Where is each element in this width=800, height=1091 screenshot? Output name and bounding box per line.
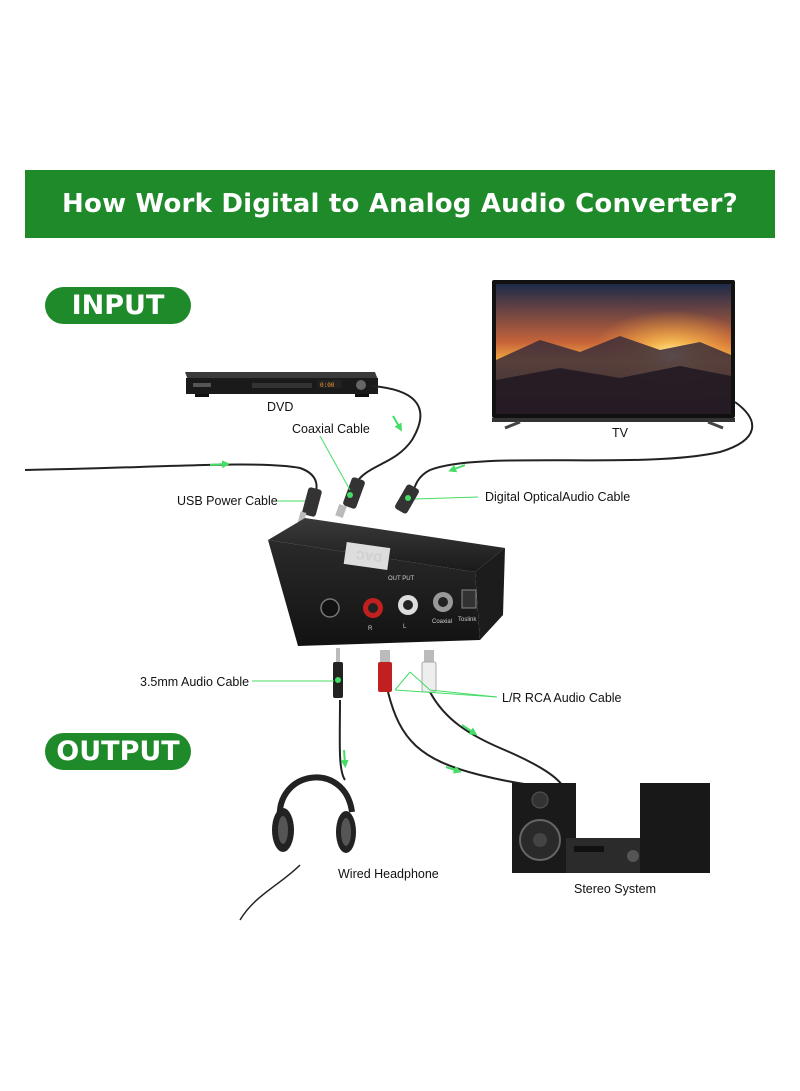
input-label-text: INPUT [71,290,165,321]
output-section-label: OUTPUT [45,733,191,770]
tv-icon [492,280,735,430]
rca-red-wire [387,691,566,791]
rca-white-plug [421,650,437,693]
stereo-system-icon [512,783,710,873]
arrow-icon [209,415,478,774]
headphone-icon [272,774,356,853]
headphone-wire [239,864,301,921]
audio-35mm-plug [333,648,343,698]
svg-text:0:00: 0:00 [320,382,335,389]
port-l-label: L [403,624,407,630]
rca-white-wire [429,691,566,791]
port-r-label: R [368,626,373,632]
usb-cable-wire [24,463,318,501]
coaxial-plug [335,477,365,519]
tv-label: TV [612,426,628,440]
optical-plug [395,484,419,514]
headphone-label: Wired Headphone [338,867,439,881]
headphone-jack [320,598,340,618]
device-output-heading: OUT PUT [388,576,415,582]
device-brand: DAC [355,547,383,565]
audio-35mm-cable-label: 3.5mm Audio Cable [140,675,250,689]
optical-cable-label: Digital OpticalAudio Cable [485,490,631,504]
dvd-label: DVD [267,400,294,414]
rca-red-plug [378,650,392,692]
optical-cable-wire [411,401,754,496]
usb-power-cable-label: USB Power Cable [177,494,278,508]
coaxial-cable-label: Coaxial Cable [292,422,370,436]
callout-lines [252,435,498,698]
title-banner: How Work Digital to Analog Audio Convert… [25,170,775,238]
coaxial-cable-wire [354,385,422,486]
output-label-text: OUTPUT [56,736,180,767]
port-coaxial-label: Coaxial [432,619,452,625]
toslink-port [461,589,477,609]
page-title: How Work Digital to Analog Audio Convert… [62,189,738,219]
stereo-system-label: Stereo System [574,882,656,896]
port-toslink-label: Toslink [458,617,477,623]
input-section-label: INPUT [45,287,191,324]
dac-converter-icon: DAC OUT PUT R L Coaxial Toslink [268,518,505,646]
rca-cable-label: L/R RCA Audio Cable [502,691,622,705]
audio-35mm-wire [338,699,346,781]
dvd-player-icon: 0:00 [185,372,378,397]
